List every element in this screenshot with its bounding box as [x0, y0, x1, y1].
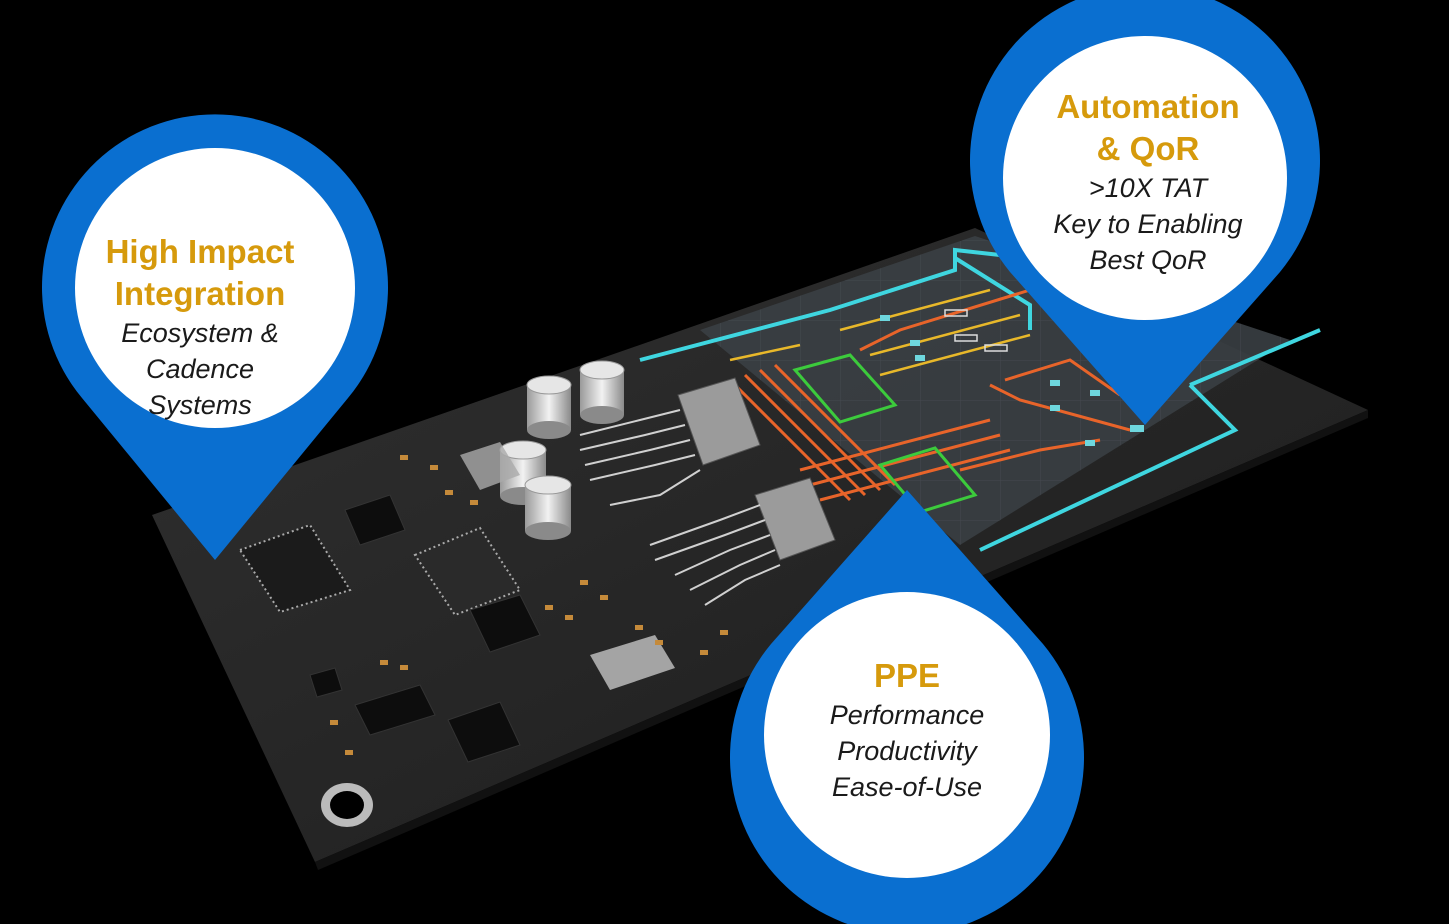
qfp-chips — [238, 442, 675, 690]
yellow-traces — [729, 288, 1031, 377]
callout-integration-line-1: Ecosystem & — [121, 318, 279, 348]
callout-ppe-title: PPE — [873, 657, 941, 694]
pin-integration — [41, 114, 389, 560]
smd-components — [330, 455, 728, 755]
white-traces — [579, 409, 781, 606]
orange-traces — [728, 288, 1131, 502]
callout-integration-title-2: Integration — [114, 275, 286, 312]
ic-packages — [309, 494, 541, 763]
cyan-traces — [639, 247, 1321, 552]
electrolytic-capacitors — [499, 360, 625, 540]
callout-automation-title-1: Automation — [1056, 88, 1240, 125]
callout-integration-line-3: Systems — [148, 390, 252, 420]
callout-integration-title-1: High Impact — [105, 233, 295, 270]
callout-ppe-line-2: Productivity — [837, 736, 977, 766]
callout-integration: High Impact Integration Ecosystem & Cade… — [75, 231, 325, 423]
pin-ppe — [730, 490, 1084, 924]
callout-ppe-line-1: Performance — [829, 700, 985, 730]
pin-automation — [970, 0, 1320, 425]
callout-ppe-line-3: Ease-of-Use — [831, 772, 983, 802]
schematic-components — [880, 309, 1144, 446]
callout-automation: Automation & QoR >10X TAT Key to Enablin… — [1018, 86, 1278, 278]
callout-automation-line-1: >10X TAT — [1088, 173, 1208, 203]
callout-ppe: PPE Performance Productivity Ease-of-Use — [777, 655, 1037, 805]
callout-automation-line-3: Best QoR — [1089, 245, 1207, 275]
mounting-hole — [321, 783, 373, 827]
callout-automation-title-2: & QoR — [1096, 130, 1200, 167]
connector-chips — [677, 377, 836, 561]
callout-automation-line-2: Key to Enabling — [1053, 209, 1243, 239]
callout-integration-line-2: Cadence — [145, 354, 255, 384]
